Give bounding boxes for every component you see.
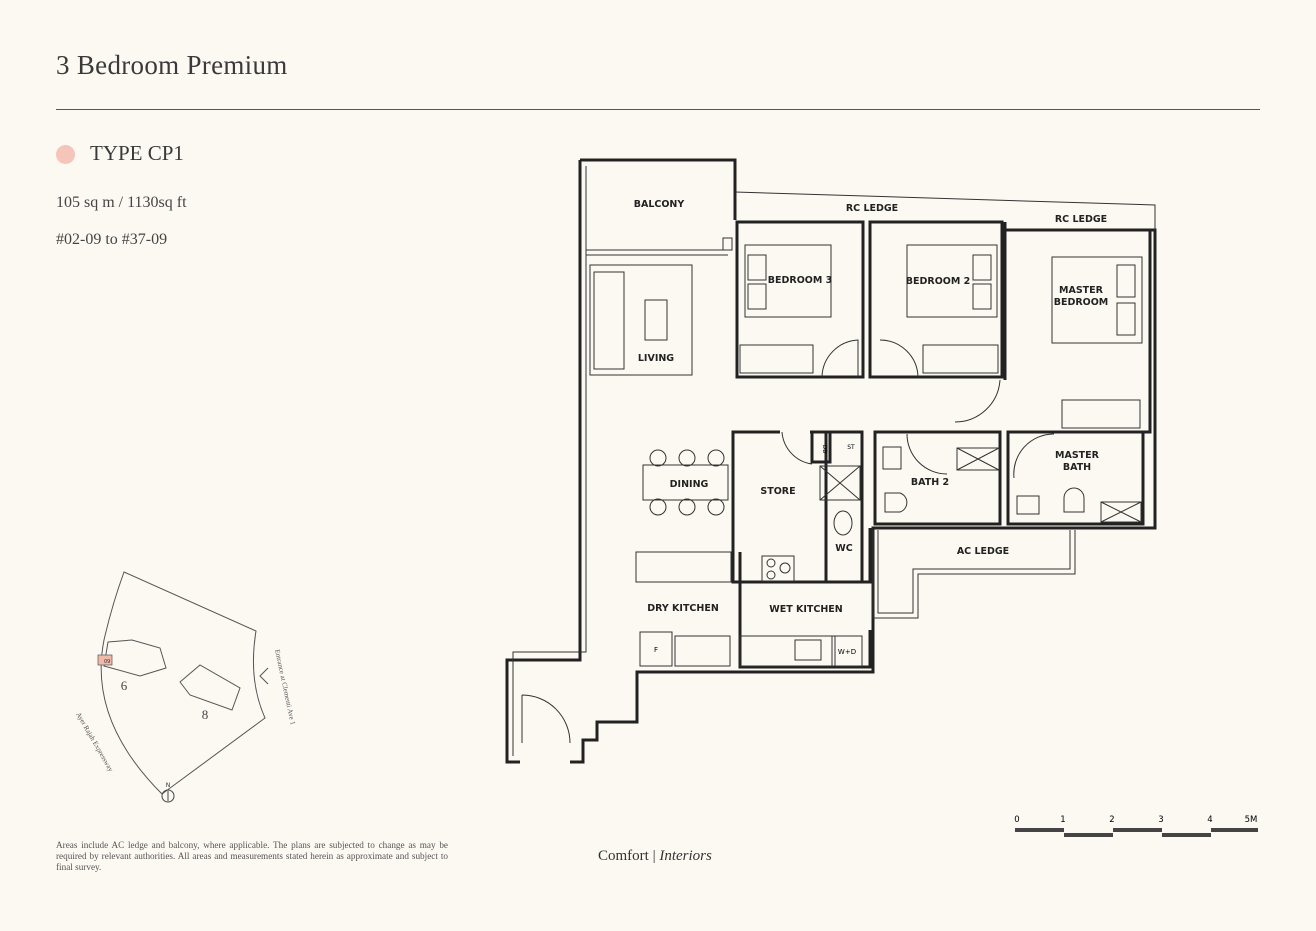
- label-dining: DINING: [670, 479, 709, 490]
- label-master-bedroom-2: BEDROOM: [1054, 297, 1109, 308]
- scale-tick: 0: [1014, 815, 1019, 825]
- ac-ledge-outline: [872, 530, 1076, 619]
- fridge: [639, 631, 673, 667]
- label-rc-ledge-2: RC LEDGE: [1055, 214, 1107, 225]
- north-label: N: [166, 782, 171, 789]
- bedroom2-walls: [868, 220, 1004, 379]
- unit-09-label: 09: [104, 659, 110, 665]
- label-balcony: BALCONY: [634, 199, 685, 210]
- bedroom3-walls: [735, 220, 865, 379]
- label-fridge: F: [654, 646, 658, 654]
- brand-footer: Comfort | Interiors: [598, 848, 712, 865]
- header-divider: [56, 109, 1260, 110]
- label-wc: WC: [835, 543, 852, 554]
- unit-area: 105 sq m / 1130sq ft: [56, 194, 187, 211]
- page-title: 3 Bedroom Premium: [56, 50, 288, 80]
- balcony-rail: [586, 249, 728, 256]
- label-master-bath-2: BATH: [1063, 462, 1091, 473]
- label-living: LIVING: [638, 353, 674, 364]
- label-bedroom3: BEDROOM 3: [768, 275, 832, 286]
- label-wet-kitchen: WET KITCHEN: [769, 604, 843, 615]
- entrance-label: Entrance at Clementi Ave 1: [273, 649, 297, 726]
- label-ac-ledge: AC LEDGE: [957, 546, 1009, 557]
- label-bath2: BATH 2: [911, 477, 949, 488]
- label-master-bedroom: MASTER: [1059, 285, 1104, 296]
- unit-numbers: #02-09 to #37-09: [56, 231, 168, 248]
- expressway-label: Ayer Rajah Expressway: [74, 711, 115, 773]
- scale-tick: 4: [1207, 815, 1212, 825]
- master-bath-walls: [1006, 430, 1145, 526]
- outer-wall: [505, 158, 1157, 764]
- disclaimer: Areas include AC ledge and balcony, wher…: [56, 840, 448, 872]
- brand-italic: Interiors: [659, 848, 712, 864]
- block-6-label: 6: [121, 678, 128, 693]
- scale-tick: 1: [1060, 815, 1065, 825]
- label-washer-dryer: W+D: [838, 648, 856, 656]
- label-db: DB: [821, 445, 828, 454]
- washer-dryer: [831, 635, 863, 667]
- wet-kitchen-walls: [738, 528, 872, 669]
- unit-type-color-dot: [56, 145, 75, 164]
- dining-table: [642, 464, 729, 501]
- label-st: ST: [847, 444, 855, 451]
- bath2-walls: [873, 430, 1002, 526]
- brand-main: Comfort |: [598, 848, 660, 864]
- label-master-bath: MASTER: [1055, 450, 1100, 461]
- label-bedroom2: BEDROOM 2: [906, 276, 970, 287]
- label-dry-kitchen: DRY KITCHEN: [647, 603, 719, 614]
- label-rc-ledge: RC LEDGE: [846, 203, 898, 214]
- living-furniture: [589, 264, 693, 376]
- label-store: STORE: [760, 486, 795, 497]
- unit-type-label: TYPE CP1: [90, 141, 184, 165]
- scale-tick: 3: [1158, 815, 1163, 825]
- site-plan: 6 8 09 N Entrance at Clementi Ave 1 Ayer…: [74, 571, 297, 803]
- scale-tick: 2: [1109, 815, 1114, 825]
- scale-bar: 0 1 2 3 4 5M: [1014, 815, 1258, 837]
- scale-tick: 5M: [1245, 815, 1258, 825]
- block-8-label: 8: [202, 707, 209, 722]
- highlight-unit: [97, 654, 113, 666]
